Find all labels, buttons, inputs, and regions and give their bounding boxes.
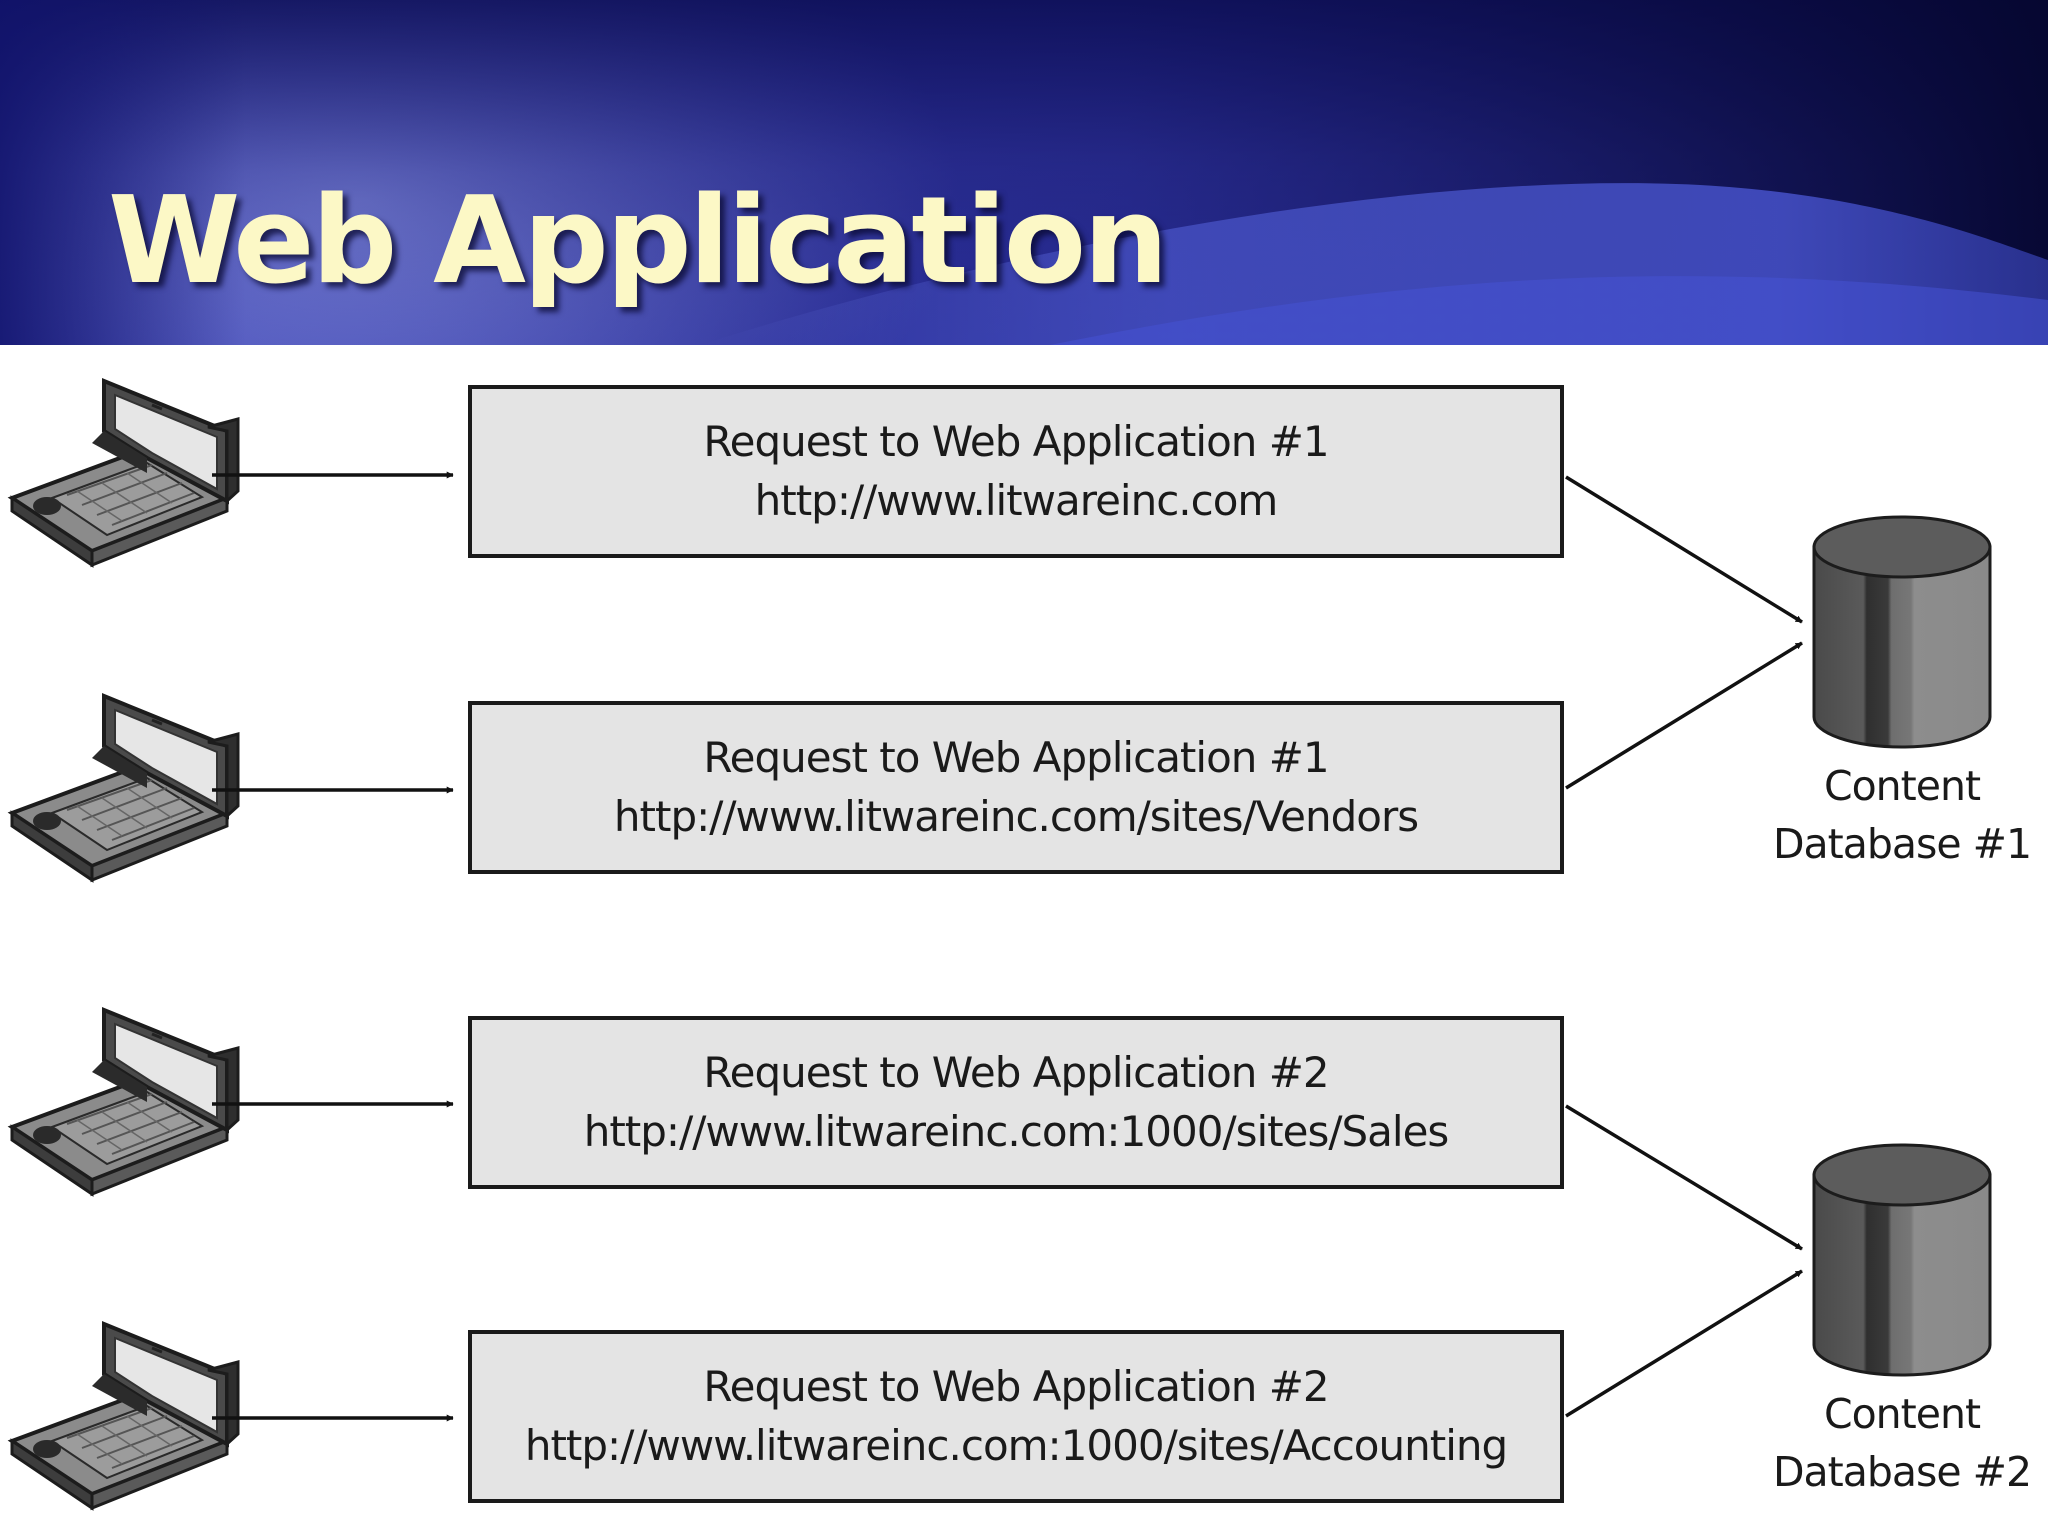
- request-title: Request to Web Application #1: [703, 417, 1329, 467]
- request-url: http://www.litwareinc.com:1000/sites/Acc…: [524, 1420, 1508, 1470]
- laptop-icon: [10, 694, 240, 882]
- arrow-request-to-database: [1565, 475, 1803, 624]
- laptop-icon: [10, 1008, 240, 1196]
- request-box: Request to Web Application #2 http://www…: [468, 1330, 1564, 1503]
- database-label-line2: Database #2: [1772, 1448, 2032, 1497]
- request-url: http://www.litwareinc.com:1000/sites/Sal…: [583, 1106, 1450, 1156]
- diagram: Request to Web Application #1 http://www…: [0, 345, 2048, 1536]
- request-box: Request to Web Application #1 http://www…: [468, 385, 1564, 558]
- database-cylinder-icon: [1812, 515, 1992, 749]
- database-label: Content Database #2: [1767, 1385, 2037, 1501]
- request-url: http://www.litwareinc.com: [754, 475, 1279, 525]
- request-title: Request to Web Application #2: [703, 1048, 1329, 1098]
- request-title: Request to Web Application #2: [703, 1362, 1329, 1412]
- database-label: Content Database #1: [1767, 757, 2037, 873]
- database-label-line1: Content: [1823, 762, 1981, 810]
- page-title: Web Application: [108, 172, 1169, 311]
- request-title: Request to Web Application #1: [703, 733, 1329, 783]
- slide-header: Web Application: [0, 0, 2048, 345]
- laptop-icon: [10, 1322, 240, 1510]
- laptop-icon: [10, 379, 240, 567]
- request-box: Request to Web Application #2 http://www…: [468, 1016, 1564, 1189]
- database-label-line2: Database #1: [1772, 820, 2032, 869]
- database-label-line1: Content: [1823, 1390, 1981, 1438]
- request-box: Request to Web Application #1 http://www…: [468, 701, 1564, 874]
- arrow-request-to-database: [1565, 1269, 1803, 1418]
- database-cylinder-icon: [1812, 1143, 1992, 1377]
- arrow-request-to-database: [1565, 1104, 1803, 1251]
- header-background-art: [0, 0, 2048, 345]
- request-url: http://www.litwareinc.com/sites/Vendors: [613, 791, 1419, 841]
- diagram-graphics: [10, 379, 1992, 1510]
- arrow-request-to-database: [1565, 641, 1803, 790]
